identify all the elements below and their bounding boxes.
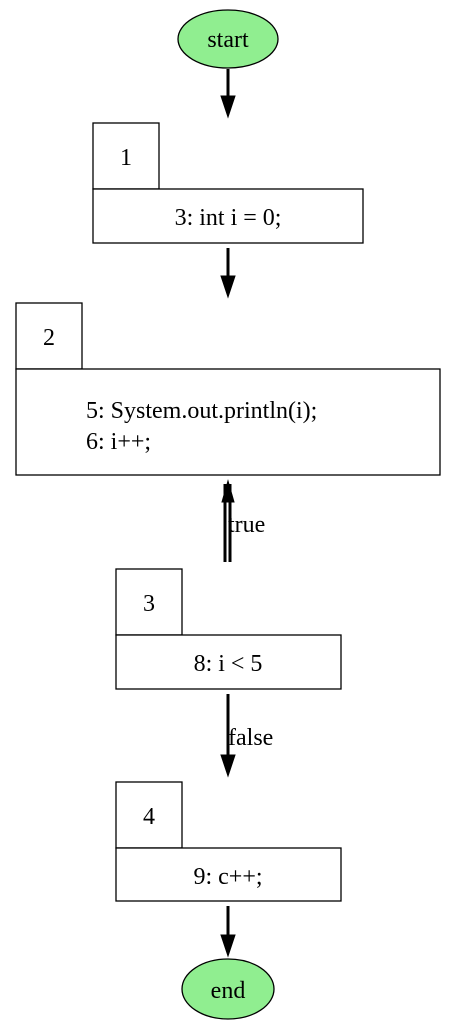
block-4-id: 4 <box>143 804 155 830</box>
start-ellipse <box>177 9 279 69</box>
edge-4-to-end <box>220 906 236 958</box>
edge-4-to-end-arrowhead <box>220 934 236 958</box>
edge-3-to-4-arrowhead <box>220 754 236 778</box>
block-1-id-box <box>92 122 160 190</box>
block-4[interactable]: 4 9: c++; <box>115 781 342 902</box>
end-ellipse <box>181 958 275 1020</box>
block-1-id: 1 <box>120 145 132 171</box>
edge-false-label: false <box>228 725 273 751</box>
start-label: start <box>207 27 249 53</box>
end-node[interactable]: end <box>181 958 275 1020</box>
block-1-line-1: 3: int i = 0; <box>175 205 282 231</box>
block-2-id-box <box>15 302 83 370</box>
block-1-code-box <box>92 188 364 244</box>
block-4-code-box <box>115 847 342 902</box>
block-3-id: 3 <box>143 591 155 617</box>
block-3[interactable]: 3 8: i < 5 <box>115 568 342 690</box>
block-4-line-1: 9: c++; <box>193 864 262 890</box>
block-2-id: 2 <box>43 325 55 351</box>
block-3-code-box <box>115 634 342 690</box>
block-2[interactable]: 2 5: System.out.println(i); 6: i++; <box>15 302 441 476</box>
edge-start-to-1-arrowhead <box>220 95 236 119</box>
block-2-code-box <box>15 368 441 476</box>
block-4-id-box <box>115 781 183 849</box>
block-3-line-1: 8: i < 5 <box>194 651 263 677</box>
edge-1-to-2 <box>220 248 236 299</box>
end-label: end <box>211 978 246 1004</box>
block-2-line-1: 5: System.out.println(i); <box>86 398 317 424</box>
edge-3-to-4-false: false <box>220 694 273 778</box>
edge-2-to-3-true: true <box>221 479 265 562</box>
edge-2-to-3-arrowhead-up <box>221 479 235 503</box>
edge-1-to-2-arrowhead <box>220 275 236 299</box>
edge-true-label: true <box>228 512 265 538</box>
block-2-line-2: 6: i++; <box>86 429 151 455</box>
edge-start-to-1 <box>220 69 236 119</box>
block-1[interactable]: 1 3: int i = 0; <box>92 122 364 244</box>
start-node[interactable]: start <box>177 9 279 69</box>
